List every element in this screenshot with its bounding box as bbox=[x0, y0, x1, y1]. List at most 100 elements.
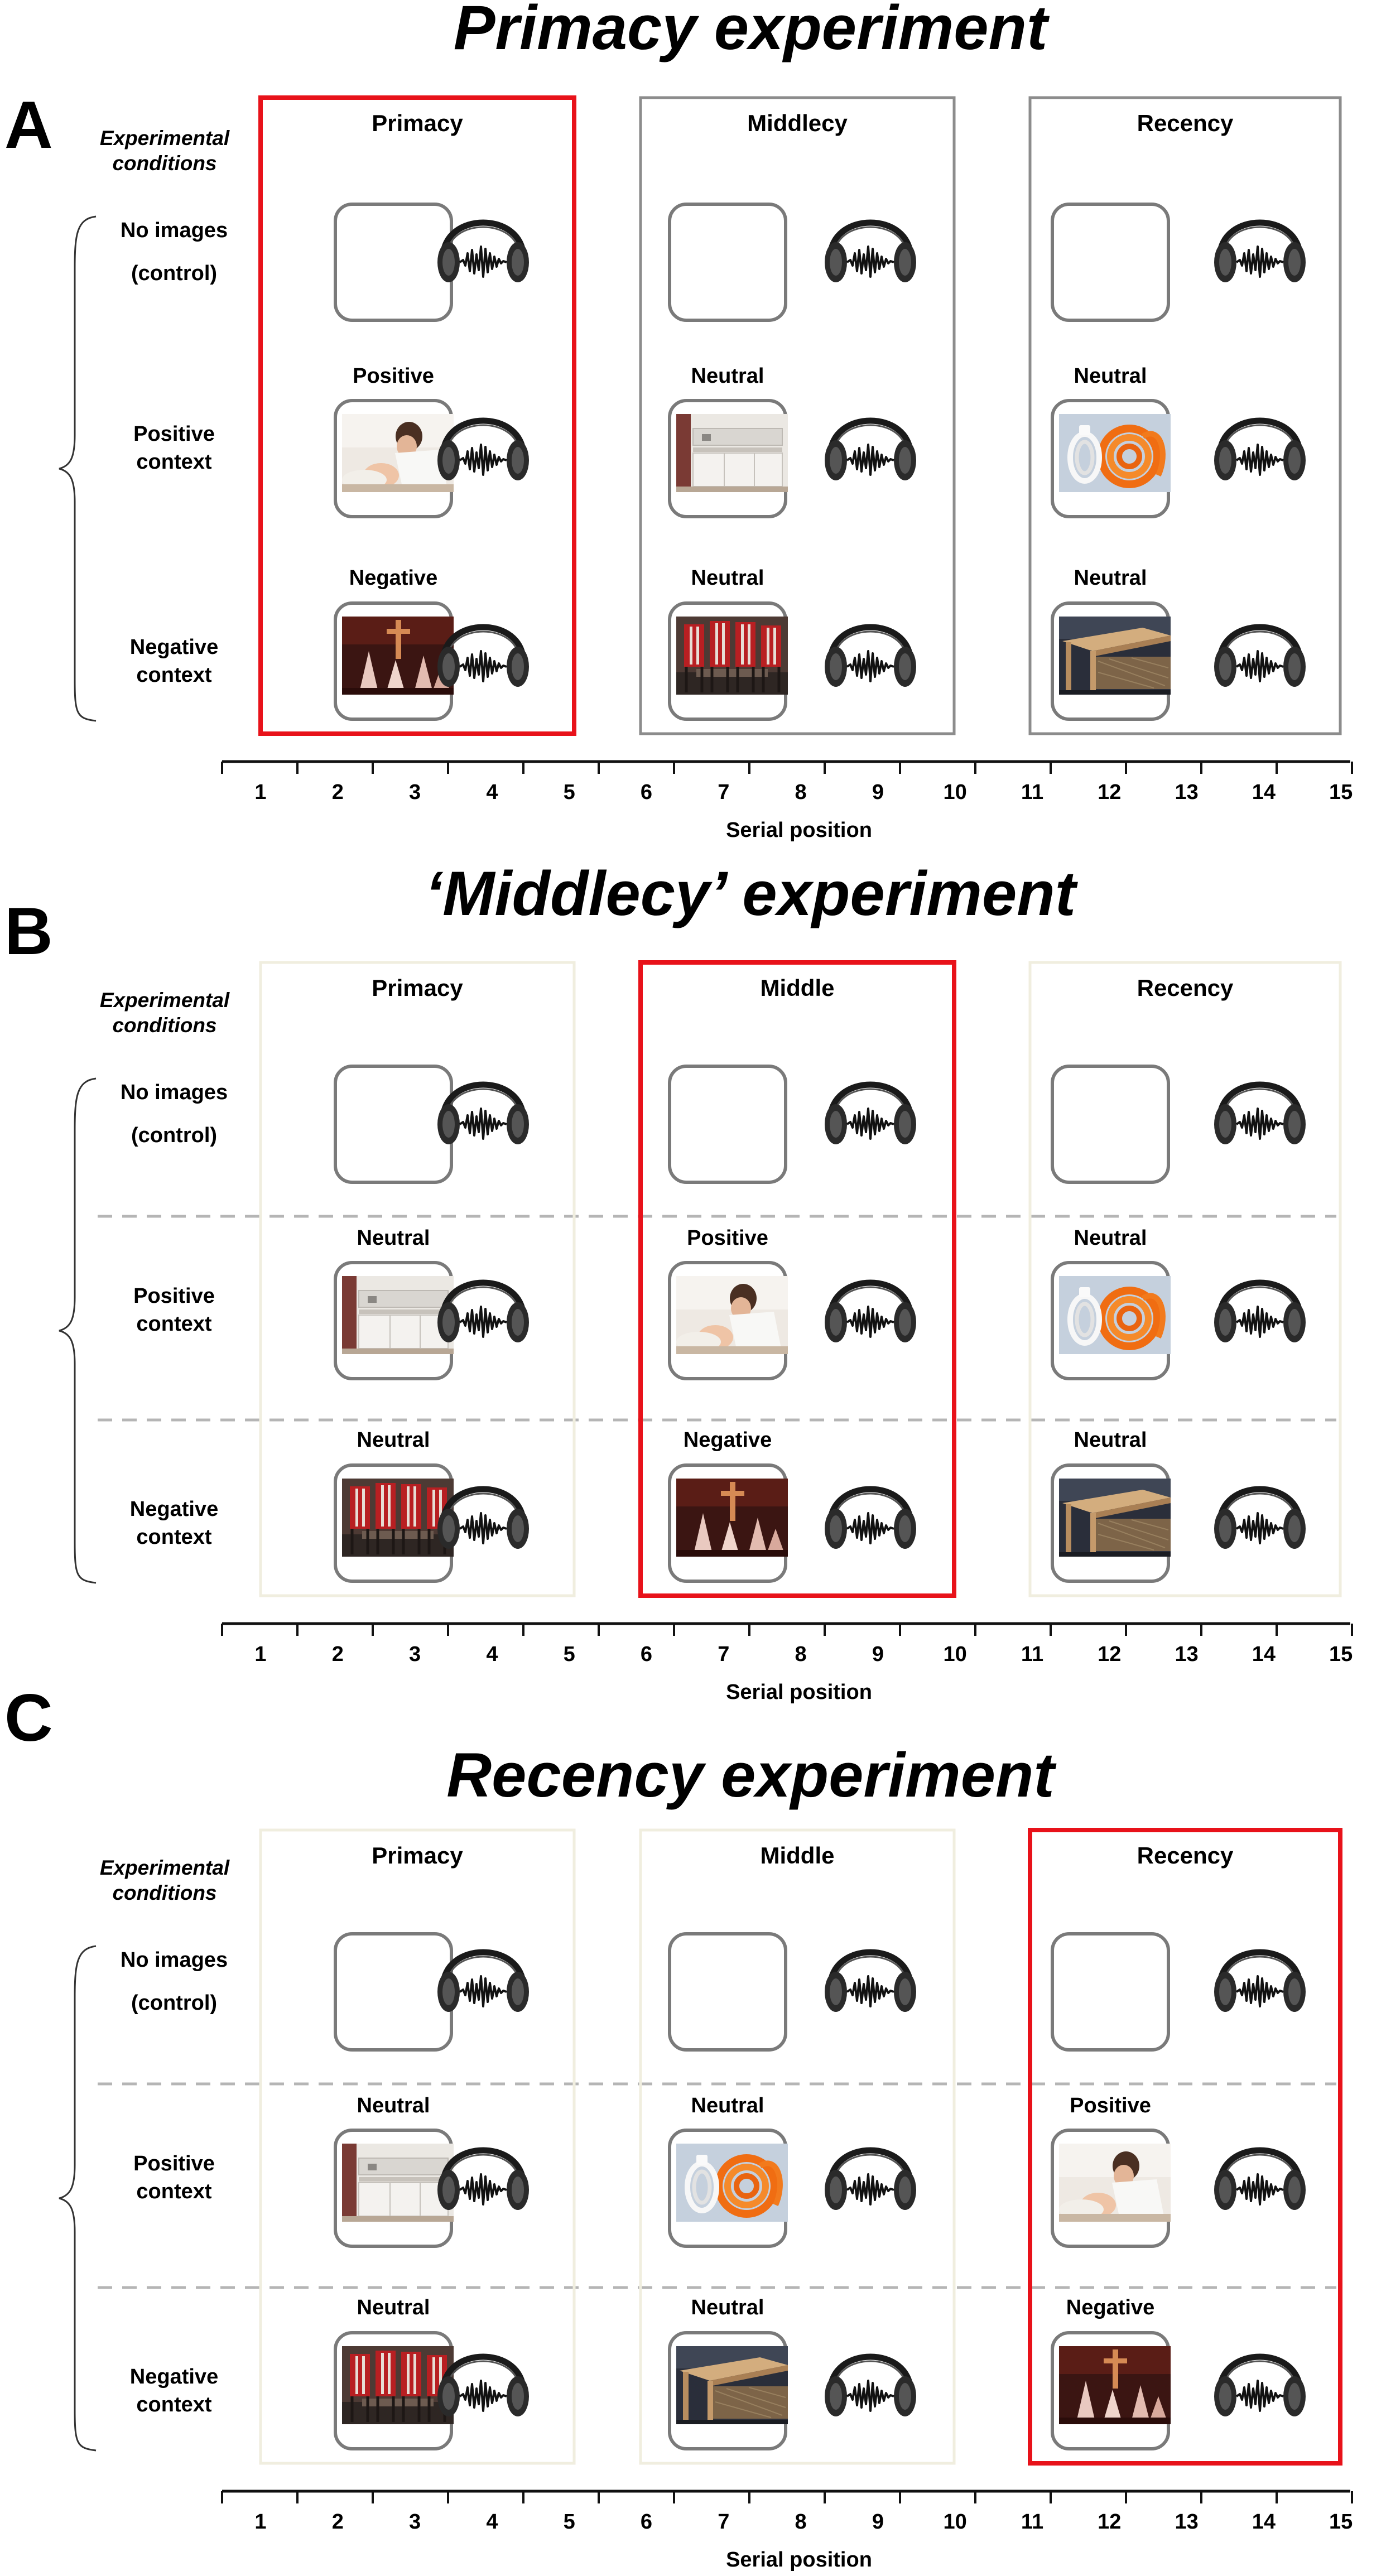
tick-label: 1 bbox=[254, 781, 266, 804]
valence-tag: Negative bbox=[1066, 2296, 1154, 2319]
section-label: Middle bbox=[761, 1842, 835, 1869]
kitchen-photo bbox=[341, 2143, 454, 2222]
headphones-icon bbox=[437, 421, 529, 480]
conditions-label-line2: conditions bbox=[112, 152, 216, 175]
tick-label: 4 bbox=[486, 1643, 498, 1666]
kitchen-photo bbox=[676, 413, 788, 493]
conditions-label-line1: Experimental bbox=[100, 127, 230, 150]
tick-label: 15 bbox=[1329, 1643, 1353, 1666]
section-label: Recency bbox=[1137, 1842, 1234, 1869]
tick-label: 6 bbox=[641, 781, 652, 804]
tick-label: 11 bbox=[1021, 781, 1043, 804]
headphones-icon bbox=[825, 2150, 916, 2210]
headphones-icon bbox=[1214, 1085, 1306, 1144]
empty-image-frame bbox=[668, 1065, 787, 1184]
tick-label: 14 bbox=[1252, 1643, 1276, 1666]
headphones-icon bbox=[1214, 223, 1306, 282]
headphones-icon bbox=[437, 1085, 529, 1144]
valence-tag: Positive bbox=[687, 1226, 768, 1250]
panel-title: ‘Middlecy’ experiment bbox=[425, 859, 1079, 928]
chairs-photo bbox=[676, 617, 788, 695]
axis-label: Serial position bbox=[726, 2548, 872, 2572]
valence-tag: Neutral bbox=[1074, 364, 1147, 388]
headphones-icon bbox=[1214, 1283, 1306, 1342]
headphones-icon bbox=[825, 1283, 916, 1342]
valence-tag: Neutral bbox=[691, 2094, 764, 2117]
valence-tag: Neutral bbox=[357, 2094, 430, 2117]
cable-photo bbox=[676, 2144, 788, 2222]
highlight-box bbox=[1028, 1828, 1342, 2466]
row-label: Positive bbox=[133, 1284, 215, 1308]
table-photo bbox=[1058, 1478, 1171, 1557]
axis-label: Serial position bbox=[726, 818, 872, 842]
empty-image-frame bbox=[668, 203, 787, 322]
valence-tag: Negative bbox=[349, 566, 437, 590]
tick-label: 14 bbox=[1252, 2510, 1276, 2534]
tick-label: 2 bbox=[332, 781, 344, 804]
section-box bbox=[259, 961, 576, 1597]
row-label: No images bbox=[121, 1948, 228, 1972]
section-box bbox=[259, 1828, 576, 2465]
row-label: (control) bbox=[131, 262, 217, 285]
headphones-icon bbox=[437, 1952, 529, 2012]
tick-label: 2 bbox=[332, 1643, 344, 1666]
headphones-icon bbox=[437, 2150, 529, 2210]
headphones-icon bbox=[1214, 627, 1306, 687]
tick-label: 10 bbox=[944, 781, 967, 804]
highlight-box bbox=[258, 95, 576, 736]
tick-label: 12 bbox=[1098, 1643, 1121, 1666]
tick-label: 3 bbox=[409, 2510, 421, 2534]
tick-label: 11 bbox=[1021, 2510, 1043, 2534]
chairs-photo bbox=[342, 1479, 454, 1557]
headphones-icon bbox=[825, 1489, 916, 1549]
valence-tag: Negative bbox=[684, 1428, 772, 1452]
row-label: (control) bbox=[131, 1124, 217, 1147]
tick-label: 10 bbox=[944, 1643, 967, 1666]
tick-label: 7 bbox=[718, 1643, 729, 1666]
tick-label: 6 bbox=[641, 1643, 652, 1666]
tick-label: 6 bbox=[641, 2510, 652, 2534]
row-label: context bbox=[136, 663, 211, 687]
tick-label: 11 bbox=[1021, 1643, 1043, 1666]
tick-label: 5 bbox=[564, 1643, 575, 1666]
panel-b: ‘Middlecy’ experimentBExperimentalcondit… bbox=[4, 859, 1353, 1704]
row-label: Negative bbox=[130, 2365, 218, 2389]
tick-label: 5 bbox=[564, 781, 575, 804]
highlight-box bbox=[638, 960, 956, 1598]
valence-tag: Neutral bbox=[357, 1226, 430, 1250]
headphones-icon bbox=[437, 2357, 529, 2416]
panel-letter: B bbox=[4, 894, 53, 969]
empty-image-frame bbox=[334, 203, 453, 322]
tick-label: 8 bbox=[795, 781, 807, 804]
tick-label: 12 bbox=[1098, 2510, 1121, 2534]
row-label: Positive bbox=[133, 422, 215, 446]
conditions-brace bbox=[59, 1077, 97, 1584]
valence-tag: Neutral bbox=[691, 2296, 764, 2319]
tick-label: 8 bbox=[795, 2510, 807, 2534]
tick-label: 13 bbox=[1175, 1643, 1198, 1666]
valence-tag: Positive bbox=[353, 364, 434, 388]
row-label: context bbox=[136, 2180, 211, 2203]
tick-label: 9 bbox=[872, 1643, 884, 1666]
church-photo bbox=[342, 617, 454, 695]
section-label: Primacy bbox=[372, 1842, 463, 1869]
section-box bbox=[639, 1828, 956, 2465]
baby-photo bbox=[676, 1276, 788, 1354]
cable-photo bbox=[1059, 414, 1171, 492]
row-label: context bbox=[136, 1312, 211, 1336]
tick-label: 2 bbox=[332, 2510, 344, 2534]
headphones-icon bbox=[825, 627, 916, 687]
section-label: Middle bbox=[761, 975, 835, 1001]
section-label: Middlecy bbox=[747, 110, 848, 136]
tick-label: 14 bbox=[1252, 781, 1276, 804]
valence-tag: Neutral bbox=[1074, 1226, 1147, 1250]
tick-label: 12 bbox=[1098, 781, 1121, 804]
tick-label: 8 bbox=[795, 1643, 807, 1666]
tick-label: 9 bbox=[872, 781, 884, 804]
valence-tag: Positive bbox=[1070, 2094, 1151, 2117]
panel-letter: C bbox=[4, 1681, 53, 1755]
headphones-icon bbox=[1214, 1489, 1306, 1549]
